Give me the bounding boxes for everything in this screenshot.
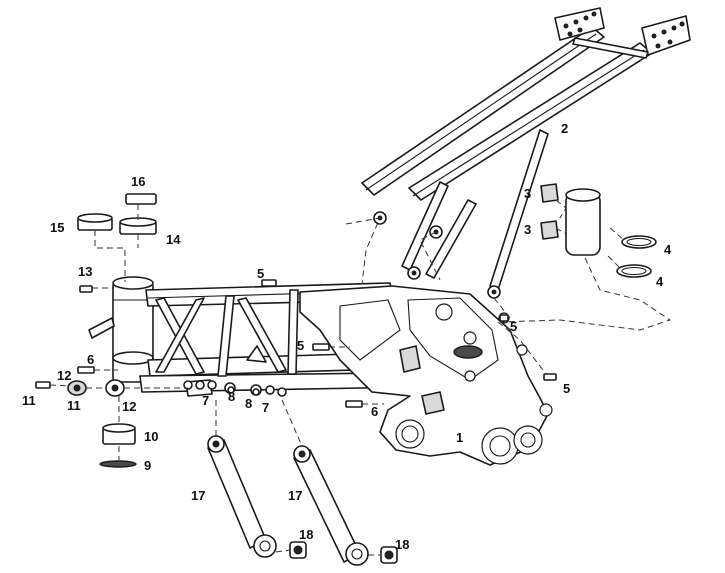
callout-10: 10 (144, 429, 158, 444)
part-16-spacer (125, 193, 157, 205)
callout-12-right: 12 (122, 399, 136, 414)
callout-8-left: 8 (228, 389, 235, 404)
part-9-seal-ring (99, 460, 137, 468)
part-1-main-frame (88, 276, 553, 466)
callout-4-upper: 4 (664, 242, 672, 257)
callout-5-right-lower: 5 (563, 381, 570, 396)
fastener-bolts (35, 279, 557, 408)
callout-5-top: 5 (257, 266, 264, 281)
callout-6-left: 6 (87, 352, 94, 367)
callout-17-right: 17 (288, 488, 302, 503)
reservoir-canister (565, 188, 601, 256)
callout-12-left: 12 (57, 368, 71, 383)
callout-15: 15 (50, 220, 64, 235)
callout-7-right: 7 (262, 400, 269, 415)
part-2-rear-subframe (361, 7, 691, 299)
callout-17-left: 17 (191, 488, 205, 503)
callout-14: 14 (166, 232, 181, 247)
assembly-leader-lines (49, 199, 672, 556)
callout-3-upper: 3 (524, 186, 531, 201)
callout-11-right: 11 (67, 398, 81, 413)
callout-8-right: 8 (245, 396, 252, 411)
callout-9: 9 (144, 458, 151, 473)
callout-labels: 1 2 3 3 4 4 5 5 5 5 6 6 7 7 8 8 9 10 11 … (22, 121, 672, 552)
part-18-bushings (289, 541, 398, 564)
callout-13: 13 (78, 264, 92, 279)
callout-4-lower: 4 (656, 274, 664, 289)
callout-18-left: 18 (299, 527, 313, 542)
callout-18-right: 18 (395, 537, 409, 552)
part-10-lower-bearing (102, 423, 136, 445)
callout-1: 1 (456, 430, 463, 445)
callout-7-left: 7 (202, 393, 209, 408)
callout-5-left: 5 (297, 338, 304, 353)
callout-6-right: 6 (371, 404, 378, 419)
callout-16: 16 (131, 174, 145, 189)
callout-11-left: 11 (22, 393, 36, 408)
callout-5-right-upper: 5 (510, 319, 517, 334)
part-3-clamp-blocks (540, 183, 559, 240)
callout-2: 2 (561, 121, 568, 136)
callout-3-lower: 3 (524, 222, 531, 237)
part-14-15-headset-cups (77, 213, 157, 235)
part-4-clamp-rings (616, 235, 657, 278)
part-17-engine-hangers (207, 435, 369, 566)
